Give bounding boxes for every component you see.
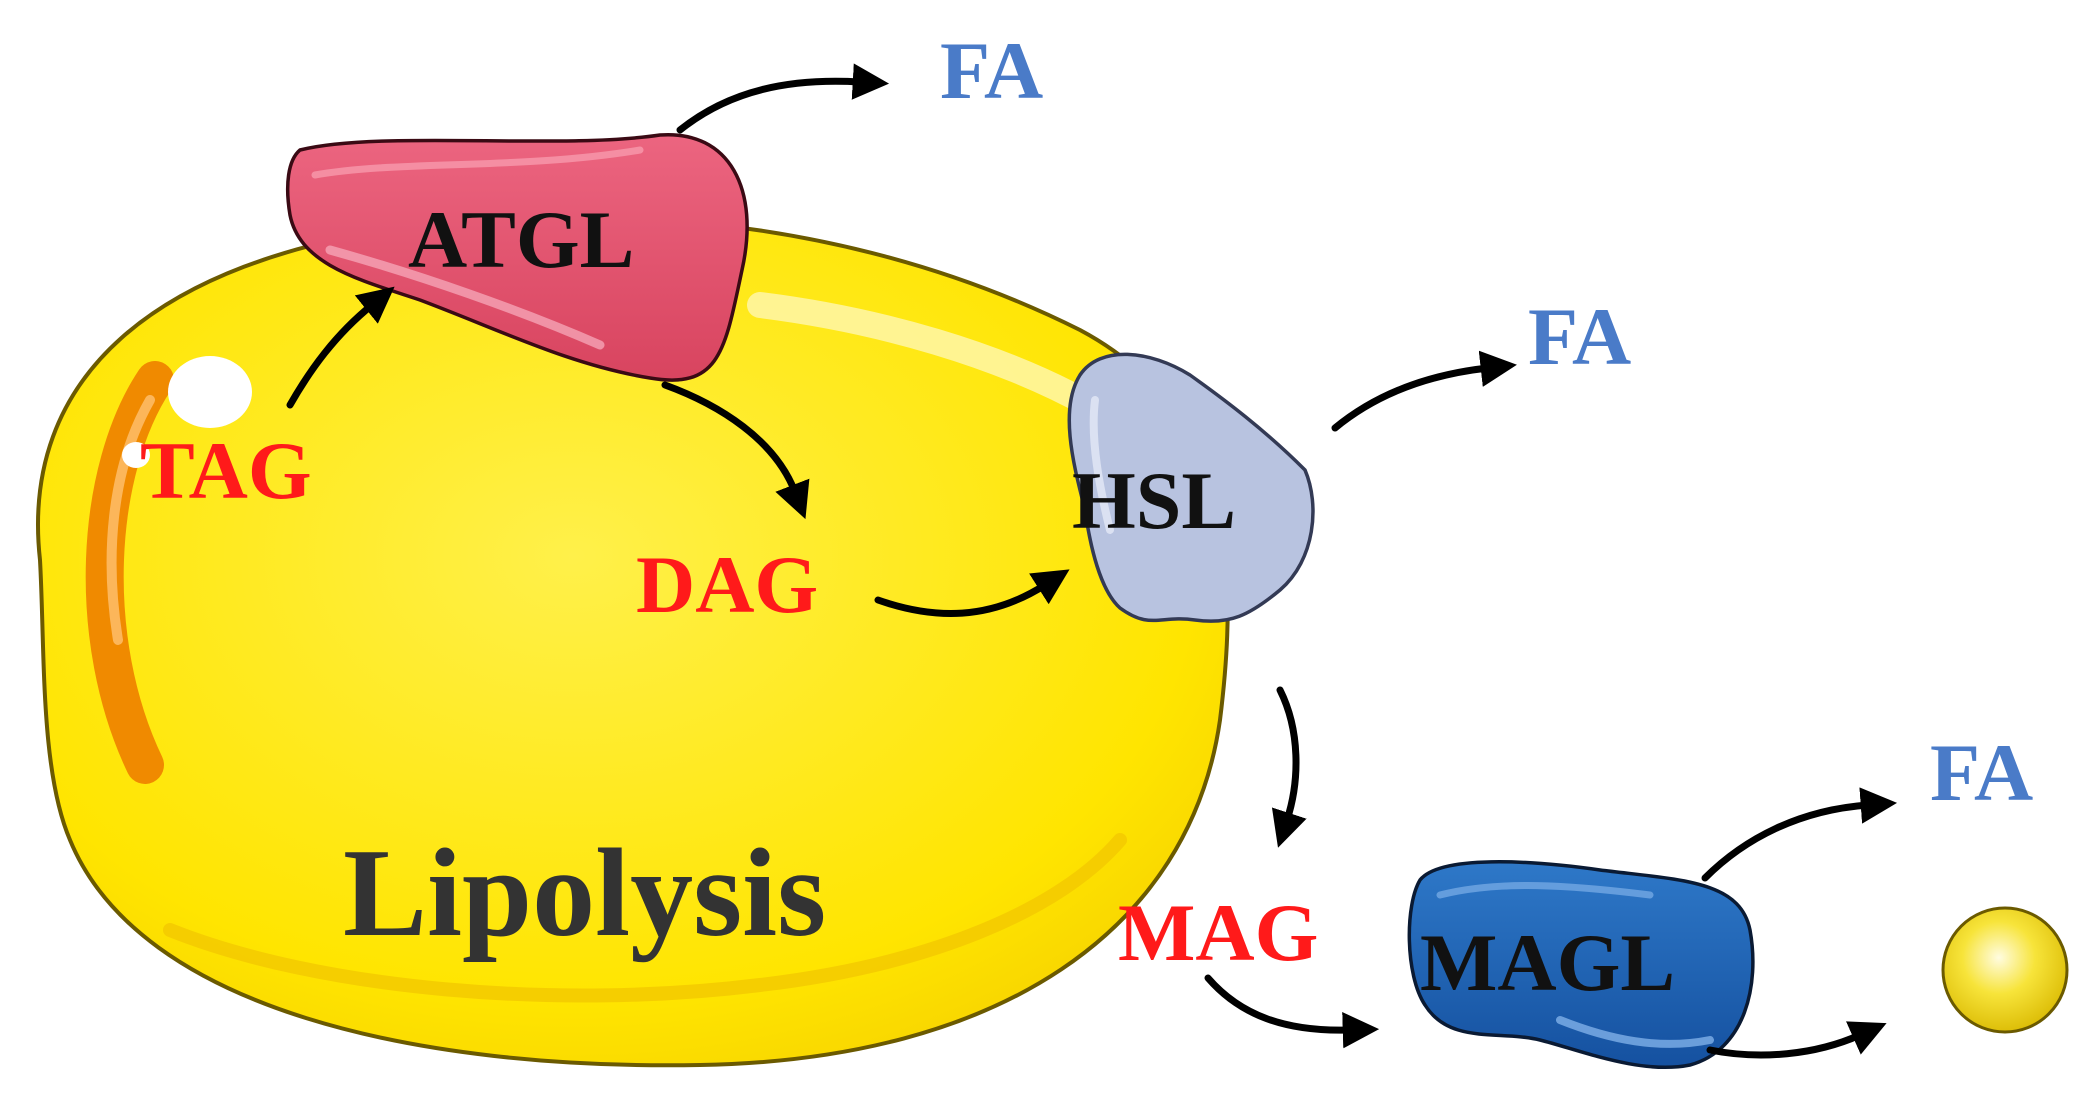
reaction-arrows: [286, 63, 1898, 1059]
arrow-atgl-to-fa: [676, 63, 890, 134]
hsl-label: HSL: [1072, 455, 1236, 546]
title-label: Lipolysis: [343, 824, 826, 963]
arrow-hsl-to-mag: [1271, 686, 1307, 848]
fa-label-3: FA: [1930, 727, 2033, 818]
arrow-atgl-to-dag: [661, 381, 810, 520]
tag-label: TAG: [140, 425, 312, 516]
glycerol-sphere-icon: [1941, 906, 2069, 1034]
hsl-enzyme-icon: [1067, 352, 1315, 623]
dag-label: DAG: [636, 539, 818, 630]
magl-label: MAGL: [1420, 917, 1675, 1008]
arrow-magl-to-fa: [1701, 787, 1898, 882]
arrow-magl-to-glycerol: [1706, 1021, 1887, 1059]
fa-label-1: FA: [940, 25, 1043, 116]
diagram-labels: Lipolysis TAG DAG MAG ATGL HSL MAGL FA F…: [140, 25, 2033, 1008]
atgl-enzyme-icon: [285, 133, 749, 382]
arrow-hsl-to-fa: [1331, 350, 1517, 432]
fa-label-2: FA: [1528, 291, 1631, 382]
mag-label: MAG: [1118, 887, 1318, 978]
arrow-mag-to-magl: [1204, 974, 1380, 1049]
atgl-label: ATGL: [408, 194, 634, 285]
arrow-tag-to-atgl: [286, 286, 395, 409]
arrow-dag-to-hsl: [874, 569, 1070, 618]
lipid-droplet-icon: [36, 214, 1230, 1068]
magl-enzyme-icon: [1407, 860, 1755, 1070]
